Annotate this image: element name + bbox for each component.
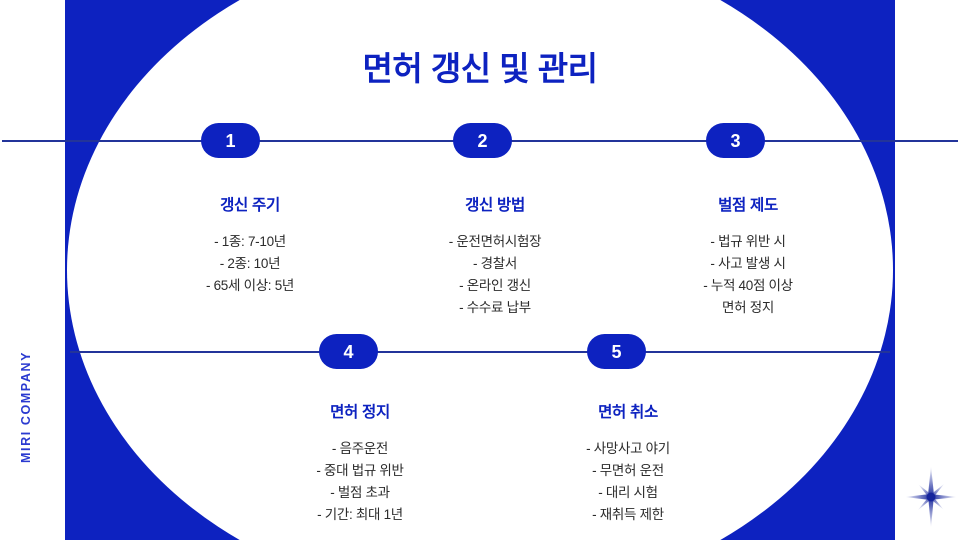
- column-item: - 사망사고 야기: [586, 441, 670, 456]
- column-item: - 벌점 초과: [330, 484, 390, 500]
- column-item: - 음주운전: [331, 441, 389, 456]
- column-heading: 면허 정지: [330, 404, 390, 421]
- timeline-badge-1[interactable]: 1: [201, 123, 260, 158]
- column-item: - 운전면허시험장: [448, 234, 542, 249]
- column-heading: 갱신 주기: [220, 197, 280, 214]
- column-item: - 중대 법규 위반: [316, 462, 404, 478]
- content-column-5: 면허 취소 - 사망사고 야기 - 무면허 운전 - 대리 시험 - 재취득 제…: [528, 400, 728, 525]
- column-heading: 면허 취소: [598, 404, 658, 421]
- content-column-2: 갱신 방법 - 운전면허시험장 - 경찰서 - 온라인 갱신 - 수수료 납부: [395, 193, 595, 318]
- column-item: - 법규 위반 시: [710, 234, 786, 249]
- white-ellipse-backdrop: [67, 0, 893, 540]
- column-item: - 무면허 운전: [592, 462, 664, 478]
- content-column-1: 갱신 주기 - 1종: 7-10년 - 2종: 10년 - 65세 이상: 5년: [150, 193, 350, 297]
- column-heading: 갱신 방법: [465, 197, 525, 214]
- page-title: 면허 갱신 및 관리: [362, 50, 598, 87]
- timeline-badge-2[interactable]: 2: [453, 123, 512, 158]
- timeline-badge-5[interactable]: 5: [587, 334, 646, 369]
- content-column-3: 벌점 제도 - 법규 위반 시 - 사고 발생 시 - 누적 40점 이상 면허…: [648, 193, 848, 318]
- column-item: - 온라인 갱신: [459, 277, 531, 293]
- column-item: - 1종: 7-10년: [214, 234, 286, 249]
- column-heading: 벌점 제도: [718, 197, 778, 214]
- column-item: - 대리 시험: [598, 484, 658, 500]
- brand-label: MIRI COMPANY: [19, 350, 33, 464]
- column-item: - 수수료 납부: [459, 299, 531, 315]
- column-item: - 기간: 최대 1년: [317, 506, 403, 522]
- column-item: - 65세 이상: 5년: [205, 277, 295, 293]
- column-item: - 2종: 10년: [219, 255, 281, 271]
- column-item: 면허 정지: [722, 299, 774, 315]
- timeline-rail-row2: [70, 351, 890, 353]
- timeline-badge-3[interactable]: 3: [706, 123, 765, 158]
- column-item: - 누적 40점 이상: [703, 277, 793, 293]
- sparkle-icon: [903, 462, 959, 532]
- column-item: - 사고 발생 시: [710, 255, 786, 271]
- content-column-4: 면허 정지 - 음주운전 - 중대 법규 위반 - 벌점 초과 - 기간: 최대…: [260, 400, 460, 525]
- timeline-badge-4[interactable]: 4: [319, 334, 378, 369]
- column-item: - 경찰서: [472, 255, 517, 271]
- column-item: - 재취득 제한: [592, 506, 664, 522]
